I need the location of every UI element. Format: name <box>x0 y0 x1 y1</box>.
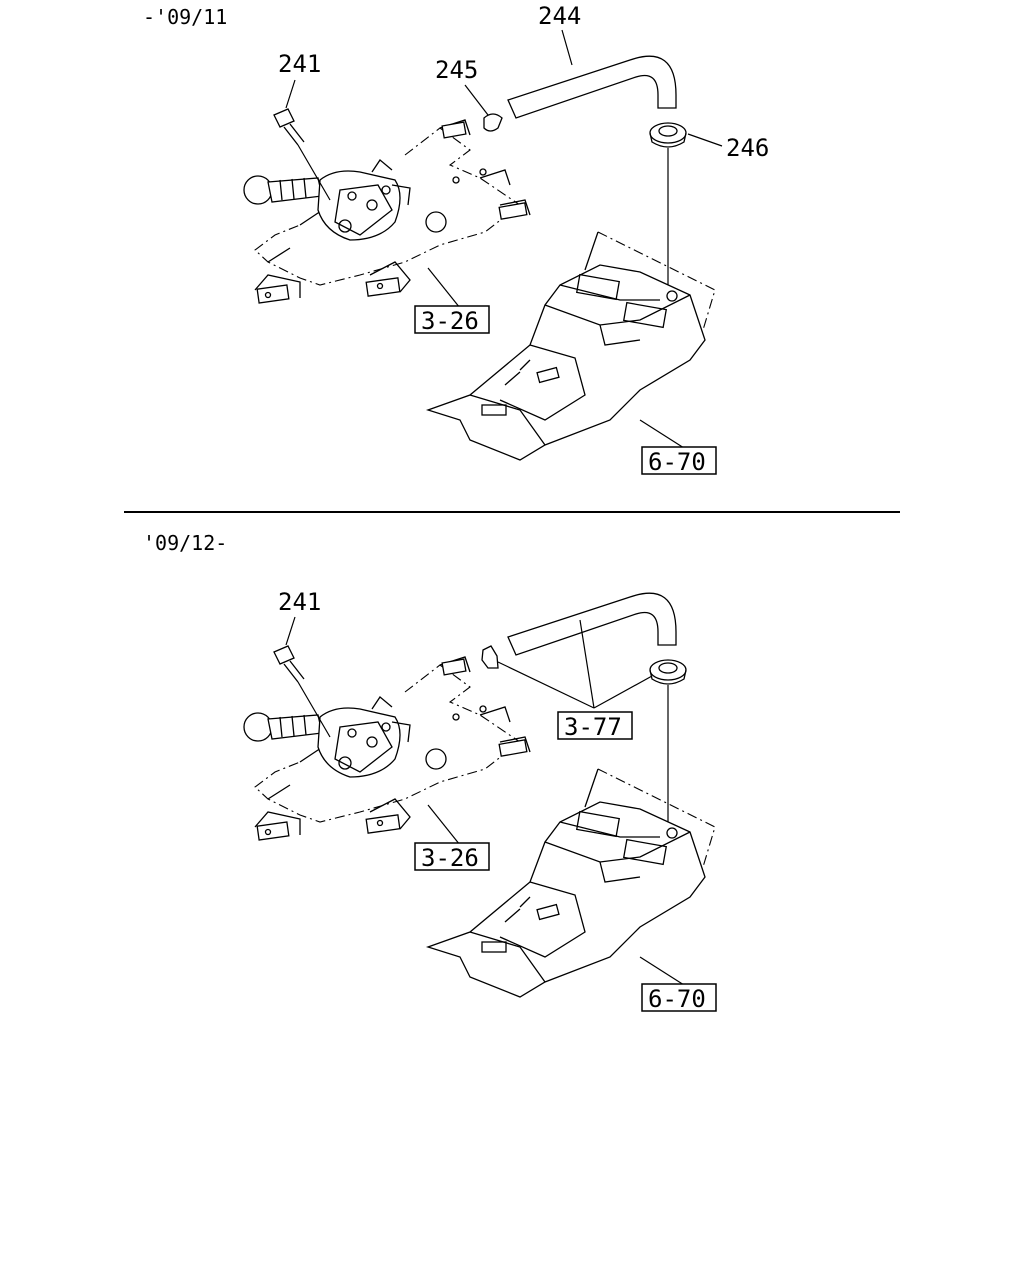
grommet <box>649 659 687 685</box>
floor-panel <box>427 231 716 461</box>
callout-244: 244 <box>538 2 581 30</box>
floor-panel-late <box>427 768 716 998</box>
ref-label-6-70-late: 6-70 <box>648 985 706 1013</box>
ref-label-6-70: 6-70 <box>648 448 706 476</box>
callout-245: 245 <box>435 56 478 84</box>
ref-box-6-70 <box>641 446 717 475</box>
callout-241: 241 <box>278 50 321 78</box>
period-label-early: -'09/11 <box>143 5 227 29</box>
hose-244 <box>507 55 677 119</box>
ref-label-3-26: 3-26 <box>421 307 479 335</box>
pump-bracket-assembly-late <box>243 645 531 841</box>
ref-box-3-77 <box>557 711 633 740</box>
period-label-late: '09/12- <box>143 531 227 555</box>
clamp <box>481 645 499 669</box>
section-early: -'09/11 241 244 245 246 3-26 6 <box>143 2 769 476</box>
hose <box>507 592 677 656</box>
ref-label-3-77: 3-77 <box>564 713 622 741</box>
grommet-246 <box>649 122 687 148</box>
callout-241-late: 241 <box>278 588 321 616</box>
ref-box-3-26-late <box>414 842 490 871</box>
ref-box-3-26 <box>414 305 490 334</box>
ref-label-3-26-late: 3-26 <box>421 844 479 872</box>
section-late: '09/12- 241 3-77 3-26 6-70 <box>143 531 717 1013</box>
pump-bracket-assembly <box>243 108 531 304</box>
clamp-245 <box>483 113 503 132</box>
ref-box-6-70-late <box>641 983 717 1012</box>
callout-246: 246 <box>726 134 769 162</box>
